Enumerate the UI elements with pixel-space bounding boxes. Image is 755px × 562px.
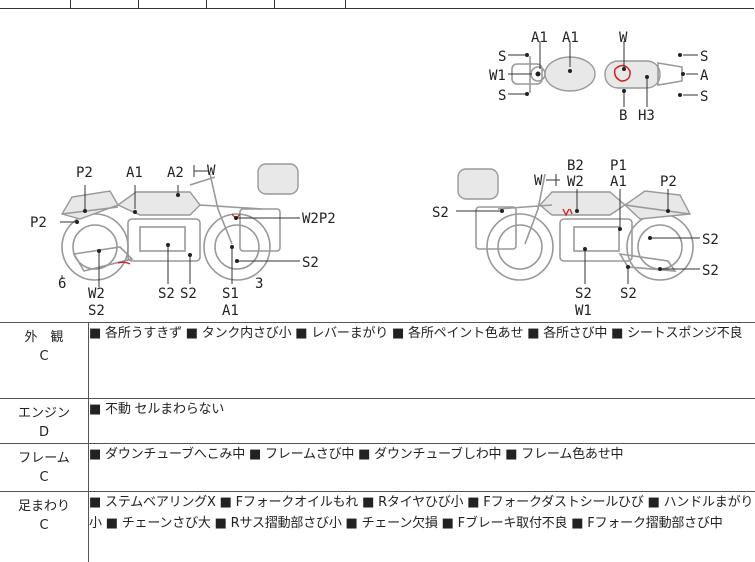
table-row: 外 観 C ■ 各所うすきず ■ タンク内さび小 ■ レバーまがり ■ 各所ペイ… <box>0 323 755 399</box>
diagram-label: A2 <box>167 165 184 181</box>
diagram-label: S2 <box>88 303 105 319</box>
diagram-label: P2 <box>660 174 677 190</box>
damage-diagram: A1 A1 W S W1 S S A S B H3 <box>0 9 755 322</box>
diagram-label: W <box>619 30 628 46</box>
condition-text: ■ ステムベアリングX ■ Fフォークオイルもれ ■ Rタイヤひび小 ■ Fフォ… <box>89 492 755 562</box>
table-top-remnant <box>0 0 754 9</box>
diagram-label: S2 <box>575 286 592 302</box>
left-side-view: P2 A1 A2 W P2 W2P2 S2 6 W2 S2 S2 S2 S1 A… <box>30 163 336 319</box>
diagram-label: S <box>498 49 506 65</box>
diagram-label: S2 <box>702 232 719 248</box>
diagram-label: W <box>534 173 543 189</box>
diagram-label: W1 <box>575 303 592 319</box>
right-side-view: B2 W2 P1 A1 W P2 S2 S2 S2 S2 W1 S2 <box>432 158 719 319</box>
diagram-label: B2 <box>567 158 584 174</box>
category-cell: フレーム C <box>0 444 89 492</box>
diagram-label: W1 <box>489 68 506 84</box>
diagram-label: S2 <box>702 263 719 279</box>
table-row: フレーム C ■ ダウンチューブへこみ中 ■ フレームさび中 ■ ダウンチューブ… <box>0 444 755 492</box>
category-grade: C <box>0 468 88 488</box>
diagram-label: S2 <box>302 255 319 271</box>
diagram-label: A1 <box>562 30 579 46</box>
diagram-label: W <box>207 163 216 179</box>
diagram-label: S2 <box>432 205 449 221</box>
diagram-label: P1 <box>610 158 627 174</box>
condition-text: ■ ダウンチューブへこみ中 ■ フレームさび中 ■ ダウンチューブしわ中 ■ フ… <box>89 444 755 492</box>
diagram-label: A1 <box>126 165 143 181</box>
top-view: A1 A1 W S W1 S S A S B H3 <box>489 30 709 124</box>
diagram-label: 3 <box>255 276 263 292</box>
category-name: フレーム <box>0 444 88 468</box>
category-name: 外 観 <box>0 323 88 347</box>
diagram-label: W2P2 <box>302 211 336 227</box>
diagram-label: P2 <box>76 165 93 181</box>
category-name: 足まわり <box>0 492 88 516</box>
diagram-label: S1 <box>222 286 239 302</box>
diagram-label: W2 <box>567 174 584 190</box>
diagram-label: A1 <box>222 303 239 319</box>
condition-text: ■ 各所うすきず ■ タンク内さび小 ■ レバーまがり ■ 各所ペイント色あせ … <box>89 323 755 399</box>
inspection-table: 外 観 C ■ 各所うすきず ■ タンク内さび小 ■ レバーまがり ■ 各所ペイ… <box>0 322 755 562</box>
condition-text: ■ 不動 セルまわらない <box>89 399 755 444</box>
diagram-label: B <box>619 108 627 124</box>
diagram-label: S <box>700 89 708 105</box>
category-cell: エンジン D <box>0 399 89 444</box>
diagram-label: S <box>498 88 506 104</box>
diagram-label: 6 <box>58 276 66 292</box>
category-grade: D <box>0 423 88 443</box>
category-grade: C <box>0 347 88 367</box>
diagram-label: S <box>700 49 708 65</box>
diagram-label: H3 <box>638 108 655 124</box>
diagram-label: A <box>700 68 709 84</box>
table-row: 足まわり C ■ ステムベアリングX ■ Fフォークオイルもれ ■ Rタイヤひび… <box>0 492 755 562</box>
category-cell: 足まわり C <box>0 492 89 562</box>
diagram-label: W2 <box>88 286 105 302</box>
diagram-label: S2 <box>620 286 637 302</box>
diagram-label: S2 <box>158 286 175 302</box>
diagram-label: S2 <box>180 286 197 302</box>
diagram-label: A1 <box>531 30 548 46</box>
category-grade: C <box>0 516 88 536</box>
diagram-label: P2 <box>30 215 47 231</box>
category-cell: 外 観 C <box>0 323 89 399</box>
category-name: エンジン <box>0 399 88 423</box>
diagram-label: A1 <box>610 174 627 190</box>
table-row: エンジン D ■ 不動 セルまわらない <box>0 399 755 444</box>
